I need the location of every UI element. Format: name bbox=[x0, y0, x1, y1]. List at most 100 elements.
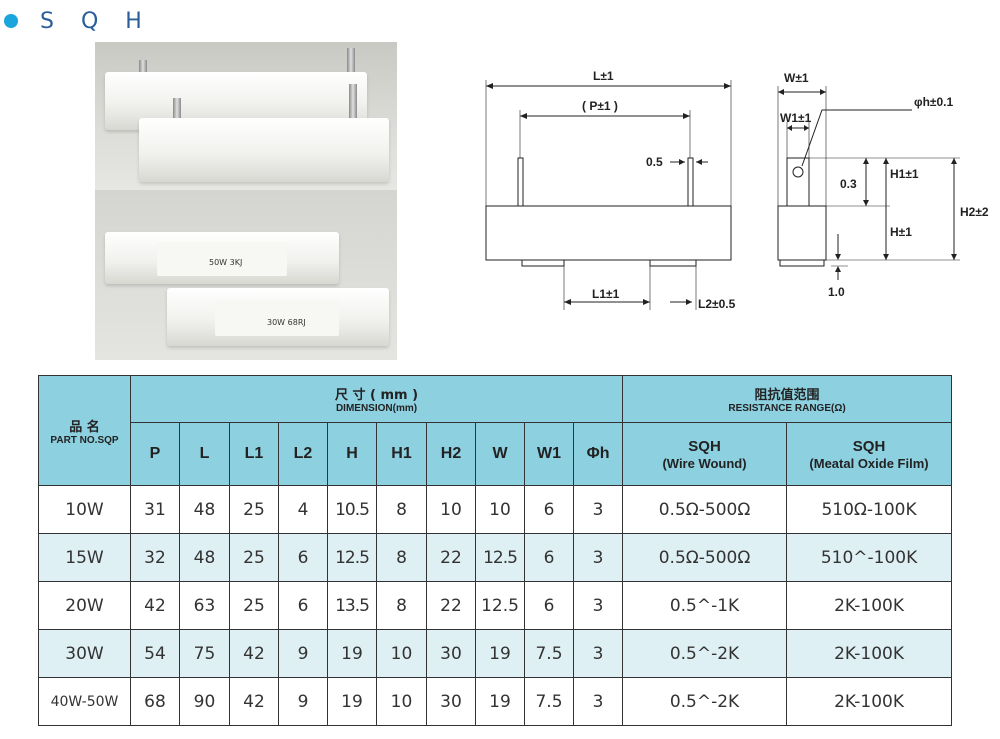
dim-cell: 48 bbox=[179, 533, 230, 582]
photo-bottom-panel: 50W 3KJ 30W 68RJ bbox=[95, 190, 397, 360]
dim-cell: 75 bbox=[179, 629, 230, 678]
part-cell: 20W bbox=[38, 581, 131, 630]
wire-wound-range: 0.5^-2K bbox=[622, 677, 788, 726]
resistor-face bbox=[215, 300, 339, 336]
dim-cell: 90 bbox=[179, 677, 230, 726]
terminal-pin bbox=[347, 48, 355, 82]
metal-oxide-range: 510^-100K bbox=[786, 533, 953, 582]
resistor-body bbox=[105, 232, 339, 284]
dimension-header-cn: 尺 寸 ( mm ) bbox=[334, 388, 419, 403]
table-row: 15W 32 48 25 6 12.5 8 22 12.5 6 3 0.5Ω-5… bbox=[38, 533, 953, 582]
dim-cell: 10.5 bbox=[327, 485, 377, 534]
dim-cell: 30 bbox=[426, 629, 476, 678]
col-header-L1: L1 bbox=[229, 422, 279, 486]
label-L2: L2±0.5 bbox=[698, 297, 736, 311]
label-L: L±1 bbox=[593, 69, 614, 83]
col-header-W: W bbox=[475, 422, 525, 486]
dim-cell: 25 bbox=[229, 485, 279, 534]
wire-wound-range: 0.5Ω-500Ω bbox=[622, 533, 788, 582]
wire-wound-name: SQH bbox=[688, 437, 721, 455]
table-row: 10W 31 48 25 4 10.5 8 10 10 6 3 0.5Ω-500… bbox=[38, 485, 953, 534]
dim-cell: 7.5 bbox=[524, 629, 574, 678]
spec-table: 品 名 PART NO.SQP 尺 寸 ( mm ) DIMENSION(mm)… bbox=[38, 375, 953, 726]
photo-top-panel bbox=[95, 42, 397, 190]
dim-cell: 3 bbox=[572, 533, 624, 582]
dim-cell: 3 bbox=[572, 677, 624, 726]
dimension-header-cell: 尺 寸 ( mm ) DIMENSION(mm) bbox=[129, 375, 624, 423]
dim-cell: 10 bbox=[475, 485, 525, 534]
part-cell: 10W bbox=[38, 485, 131, 534]
dim-cell: 12.5 bbox=[475, 533, 525, 582]
dim-cell: 7.5 bbox=[524, 677, 574, 726]
dim-cell: 42 bbox=[229, 677, 279, 726]
dim-cell: 22 bbox=[426, 533, 476, 582]
col-header-L2: L2 bbox=[278, 422, 328, 486]
dim-cell: 12.5 bbox=[327, 533, 377, 582]
resistor-body bbox=[139, 118, 389, 182]
dim-cell: 54 bbox=[130, 629, 180, 678]
wire-wound-range: 0.5Ω-500Ω bbox=[622, 485, 788, 534]
dim-cell: 8 bbox=[376, 485, 427, 534]
terminal-pin bbox=[349, 84, 357, 118]
front-right-pin bbox=[687, 157, 694, 207]
terminal-pin bbox=[173, 98, 181, 132]
dim-cell: 19 bbox=[327, 629, 377, 678]
label-W: W±1 bbox=[784, 71, 809, 85]
dim-cell: 9 bbox=[278, 677, 328, 726]
dim-cell: 9 bbox=[278, 629, 328, 678]
metal-oxide-range: 2K-100K bbox=[786, 629, 953, 678]
col-header-W1: W1 bbox=[524, 422, 574, 486]
metal-oxide-name: SQH bbox=[852, 437, 886, 455]
col-header-P: P bbox=[130, 422, 180, 486]
front-right-foot bbox=[649, 259, 697, 267]
front-left-pin bbox=[517, 157, 524, 207]
dim-cell: 3 bbox=[572, 485, 624, 534]
page-title: S Q H bbox=[40, 8, 152, 34]
page-header: S Q H bbox=[0, 6, 152, 36]
label-0.3: 0.3 bbox=[840, 177, 857, 191]
metal-oxide-range: 510Ω-100K bbox=[786, 485, 953, 534]
dim-cell: 3 bbox=[572, 581, 624, 630]
metal-oxide-range: 2K-100K bbox=[786, 677, 953, 726]
dim-cell: 12.5 bbox=[475, 581, 525, 630]
part-header-en: PART NO.SQP bbox=[50, 434, 119, 446]
dim-cell: 25 bbox=[229, 581, 279, 630]
dim-cell: 63 bbox=[179, 581, 230, 630]
dim-cell: 32 bbox=[130, 533, 180, 582]
dim-cell: 31 bbox=[130, 485, 180, 534]
col-header-metal-oxide: SQH (Meatal Oxide Film) bbox=[786, 422, 953, 486]
resistance-header-cell: 阻抗值范围 RESISTANCE RANGE(Ω) bbox=[622, 375, 953, 423]
side-view-body bbox=[777, 205, 827, 261]
wire-wound-range: 0.5^-1K bbox=[622, 581, 788, 630]
product-photo: 50W 3KJ 30W 68RJ bbox=[95, 42, 397, 360]
dim-cell: 6 bbox=[278, 581, 328, 630]
dim-cell: 6 bbox=[524, 485, 574, 534]
table-row: 40W-50W 68 90 42 9 19 10 30 19 7.5 3 0.5… bbox=[38, 677, 953, 726]
dim-cell: 30 bbox=[426, 677, 476, 726]
dim-cell: 3 bbox=[572, 629, 624, 678]
metal-oxide-range: 2K-100K bbox=[786, 581, 953, 630]
dim-cell: 22 bbox=[426, 581, 476, 630]
part-header-cn: 品 名 bbox=[69, 419, 100, 435]
dim-cell: 19 bbox=[475, 629, 525, 678]
dim-cell: 42 bbox=[229, 629, 279, 678]
resistor-marking: 30W 68RJ bbox=[267, 318, 306, 327]
dim-cell: 68 bbox=[130, 677, 180, 726]
label-phi-h: φh±0.1 bbox=[914, 95, 954, 109]
label-H: H±1 bbox=[890, 225, 912, 239]
part-cell: 40W-50W bbox=[38, 677, 131, 726]
label-H2: H2±2 bbox=[960, 205, 989, 219]
table-row: 20W 42 63 25 6 13.5 8 22 12.5 6 3 0.5^-1… bbox=[38, 581, 953, 630]
dimension-diagram: L±1 ( P±1 ) 0.5 L1±1 L2±0.5 W±1 W1±1 φh±… bbox=[485, 69, 989, 311]
resistance-header-en: RESISTANCE RANGE(Ω) bbox=[728, 403, 846, 414]
label-H1: H1±1 bbox=[890, 167, 919, 181]
dim-cell: 42 bbox=[130, 581, 180, 630]
dim-cell: 13.5 bbox=[327, 581, 377, 630]
col-header-phi-h: Φh bbox=[572, 422, 624, 486]
dim-cell: 8 bbox=[376, 533, 427, 582]
part-header-cell: 品 名 PART NO.SQP bbox=[38, 375, 131, 486]
dim-cell: 19 bbox=[327, 677, 377, 726]
dim-cell: 10 bbox=[376, 677, 427, 726]
wire-wound-range: 0.5^-2K bbox=[622, 629, 788, 678]
dimension-header-en: DIMENSION(mm) bbox=[335, 403, 418, 414]
